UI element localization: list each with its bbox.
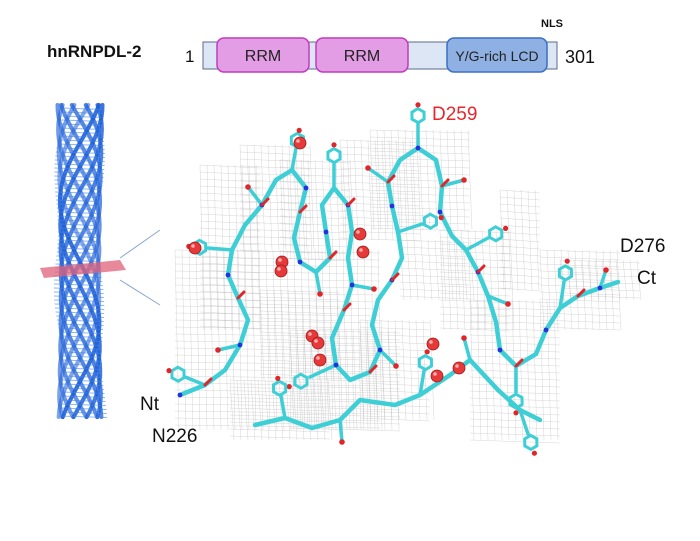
water-sphere	[353, 227, 367, 241]
water-sphere	[426, 337, 440, 351]
start-residue: 1	[185, 47, 195, 66]
water-molecules	[188, 136, 466, 383]
water-sphere	[293, 136, 307, 150]
nls-label: NLS	[541, 18, 563, 30]
label-d259: D259	[432, 104, 478, 125]
fibril-model	[53, 103, 108, 419]
domain-box-2	[315, 37, 409, 73]
water-sphere	[452, 361, 466, 375]
water-sphere	[188, 241, 202, 255]
water-sphere	[311, 336, 325, 350]
label-n226: N226	[152, 426, 198, 447]
atomic-model	[166, 102, 621, 456]
zoom-line-top	[119, 229, 161, 259]
domain-box-3	[446, 37, 548, 73]
label-ct: Ct	[637, 268, 656, 289]
domain-label-1: RRM	[245, 48, 281, 65]
end-residue: 301	[565, 47, 596, 67]
domain-label-2: RRM	[344, 48, 380, 65]
zoom-line-bottom	[119, 279, 161, 306]
fibril-cross-section	[40, 260, 126, 278]
water-sphere	[313, 353, 327, 367]
electron-density-mesh	[174, 129, 642, 444]
domain-box-1	[216, 37, 310, 73]
water-sphere	[430, 369, 444, 383]
water-sphere	[356, 245, 370, 259]
label-nt: Nt	[140, 394, 159, 415]
label-d276: D276	[620, 236, 666, 257]
water-sphere	[274, 264, 288, 278]
domain-label-3: Y/G-rich LCD	[455, 48, 538, 64]
protein-name: hnRNPDL-2	[47, 42, 142, 61]
